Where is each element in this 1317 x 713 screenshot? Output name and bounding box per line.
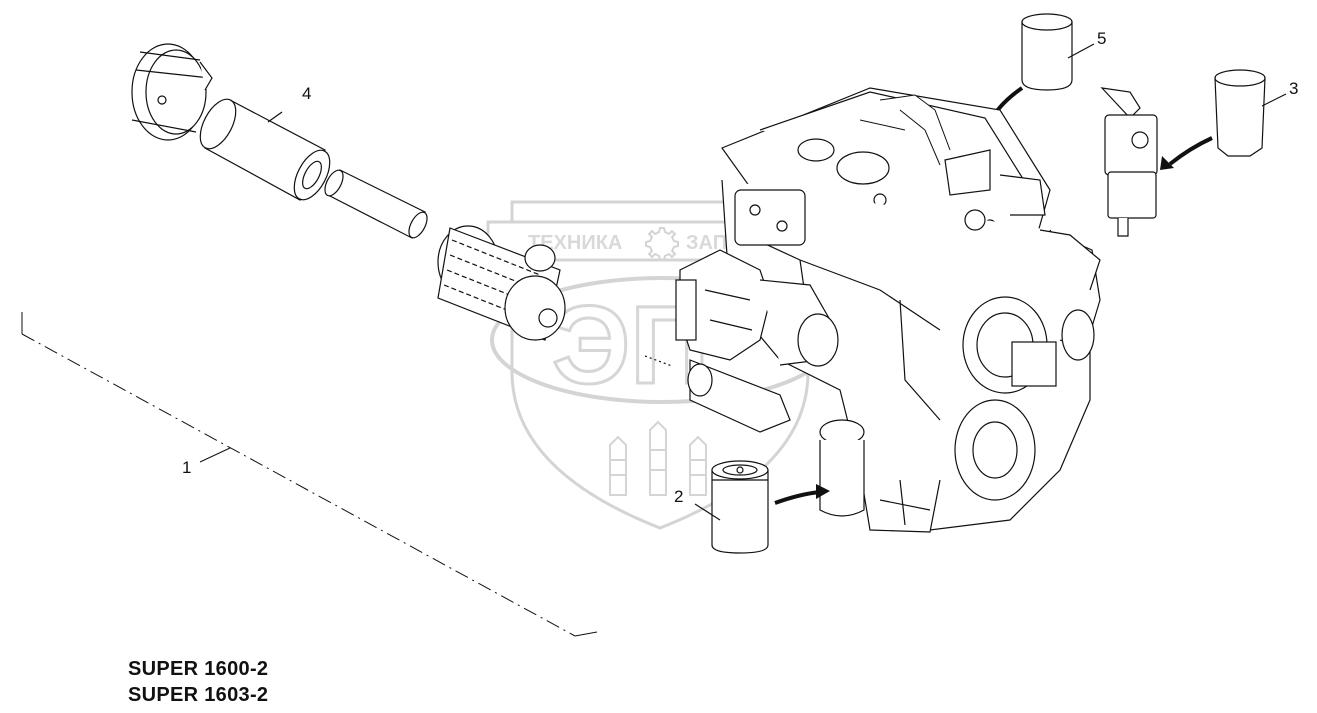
watermark-left-word: ТЕХНИКА	[528, 232, 622, 254]
arrow-2-head-icon	[816, 484, 830, 499]
air-filter-safety-element	[324, 169, 428, 239]
engine-block	[644, 87, 1101, 533]
leader-4	[267, 111, 283, 123]
air-filter-primary-element	[199, 98, 331, 201]
callout-4: 4	[302, 84, 312, 103]
watermark-shield-outline	[510, 200, 810, 530]
leader-1	[199, 447, 231, 463]
air-filter-cover	[131, 43, 213, 141]
model-label-1603: SUPER 1603-2	[128, 684, 269, 706]
model-label-1600: SUPER 1600-2	[128, 658, 269, 680]
water-separator-housing	[1100, 87, 1158, 237]
oil-filter-2	[694, 460, 769, 554]
arrow-3-icon	[1168, 136, 1213, 166]
arrow-2-icon	[774, 490, 821, 505]
arrow-3-head-icon	[1160, 156, 1174, 170]
watermark-grain-icon	[609, 420, 707, 496]
leader-5	[1067, 43, 1095, 59]
callout-5: 5	[1097, 29, 1107, 48]
leader-3	[1261, 93, 1287, 107]
callout-3: 3	[1289, 79, 1299, 98]
watermark-gear-icon	[645, 227, 679, 261]
kit-bracket	[21, 312, 598, 637]
fuel-filter-cartridge-5	[1021, 13, 1095, 91]
water-separator-3	[1214, 69, 1287, 157]
leader-2	[694, 503, 721, 521]
callout-2: 2	[674, 487, 684, 506]
callout-1: 1	[182, 458, 192, 477]
air-filter-housing	[437, 225, 566, 341]
